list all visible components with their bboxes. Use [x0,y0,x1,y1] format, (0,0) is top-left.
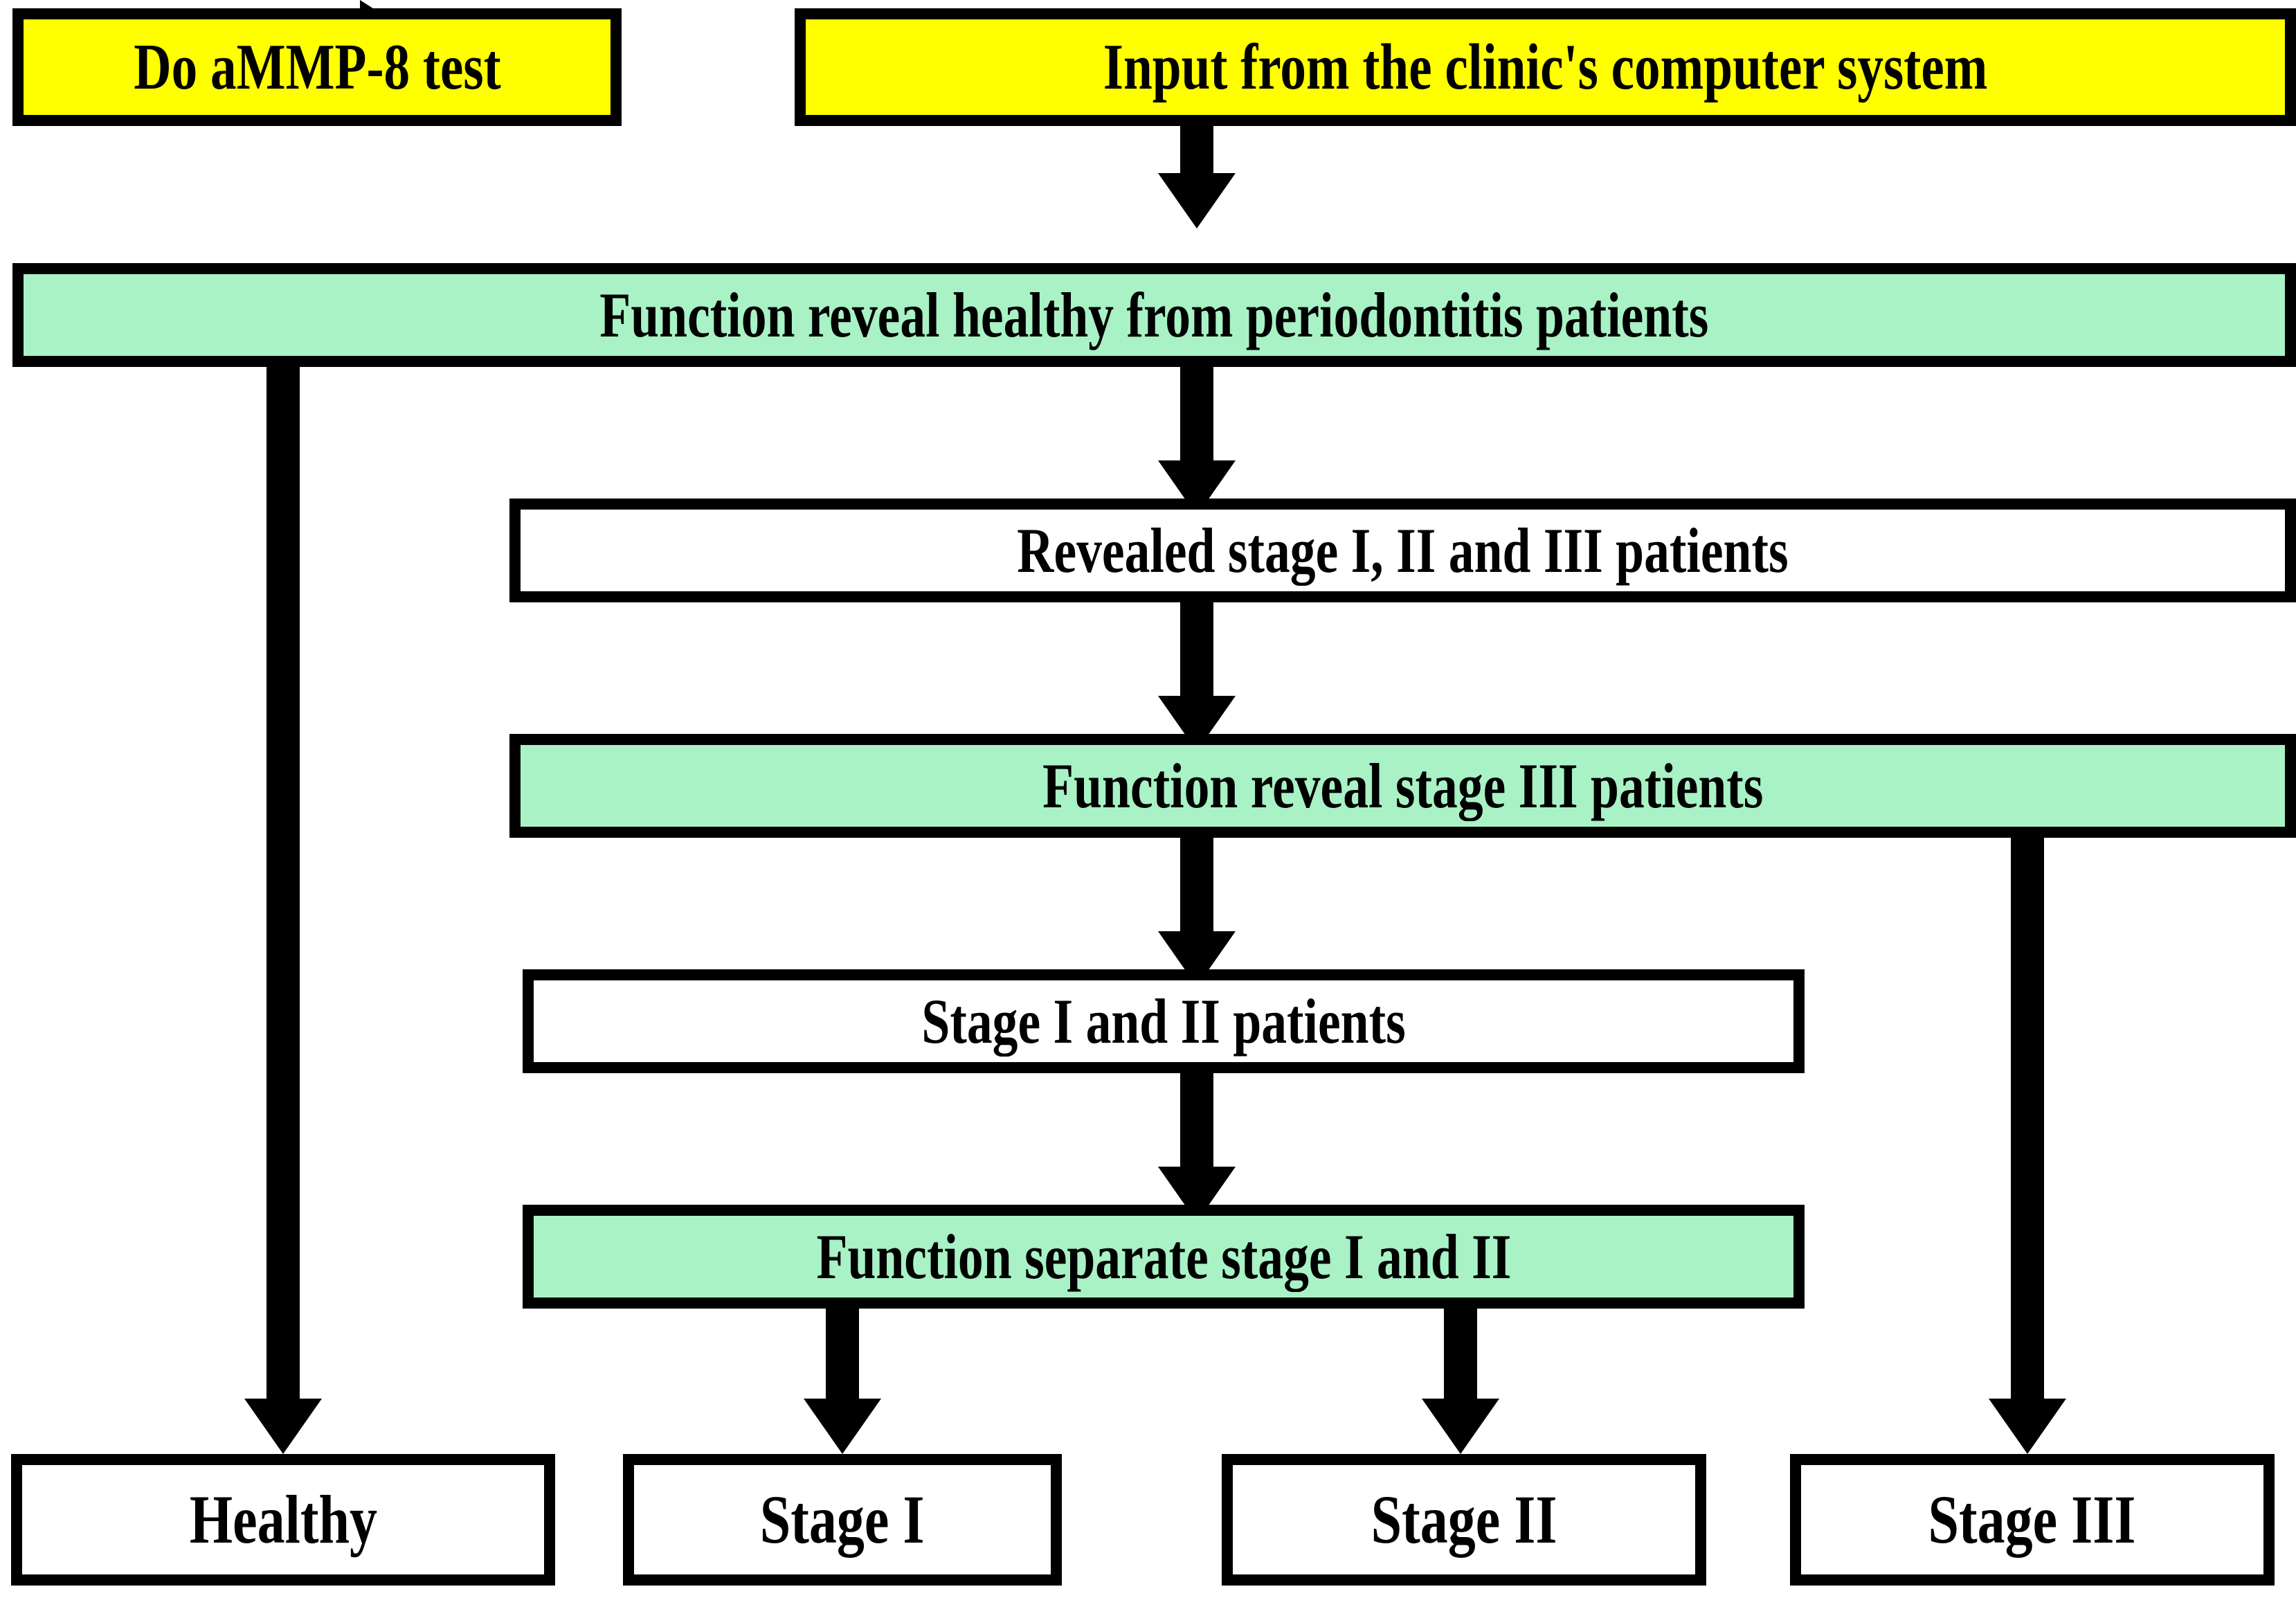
node-function-separate-stage1-2[interactable]: Function separate stage I and II [523,1205,1805,1309]
node-label: Stage II [1371,1481,1557,1558]
node-label: Function reveal stage III patients [1042,751,1764,821]
node-label: Stage III [1928,1481,2137,1558]
node-label: Function reveal healthy from periodontit… [599,280,1709,350]
node-revealed-stages[interactable]: Revealed stage I, II and III patients [509,499,2296,602]
node-output-stage2[interactable]: Stage II [1222,1454,1706,1586]
edge-fn-stage3-to-out-stage3 [1989,827,2066,1454]
node-output-stage3[interactable]: Stage III [1790,1454,2275,1586]
node-function-reveal-healthy[interactable]: Function reveal healthy from periodontit… [12,263,2296,367]
node-label: Do aMMP-8 test [133,31,501,103]
node-input-from-clinic-system[interactable]: Input from the clinic's computer system [795,8,2296,126]
node-label: Input from the clinic's computer system [1103,31,1988,103]
node-label: Stage I [760,1481,925,1558]
node-output-stage1[interactable]: Stage I [623,1454,1062,1586]
node-do-ammp8-test[interactable]: Do aMMP-8 test [12,8,622,126]
node-label: Stage I and II patients [921,986,1406,1057]
edge-fn-separate-to-stage1 [804,1298,881,1454]
node-label: Revealed stage I, II and III patients [1017,515,1789,586]
node-label: Healthy [189,1481,377,1558]
node-output-healthy[interactable]: Healthy [11,1454,555,1586]
edge-fn-stage3-to-stage12 [1158,827,1236,987]
edge-stage12-to-fn-separate [1158,1063,1236,1222]
edge-fn-healthy-to-out-healthy [244,357,322,1454]
edge-fn-healthy-to-revealed [1158,357,1236,516]
node-stage1-and-2-patients[interactable]: Stage I and II patients [523,969,1805,1073]
node-function-reveal-stage3[interactable]: Function reveal stage III patients [509,734,2296,838]
node-label: Function separate stage I and II [816,1221,1511,1292]
edge-revealed-to-fn-stage3 [1158,592,1236,751]
edge-fn-separate-to-stage2 [1422,1298,1499,1454]
